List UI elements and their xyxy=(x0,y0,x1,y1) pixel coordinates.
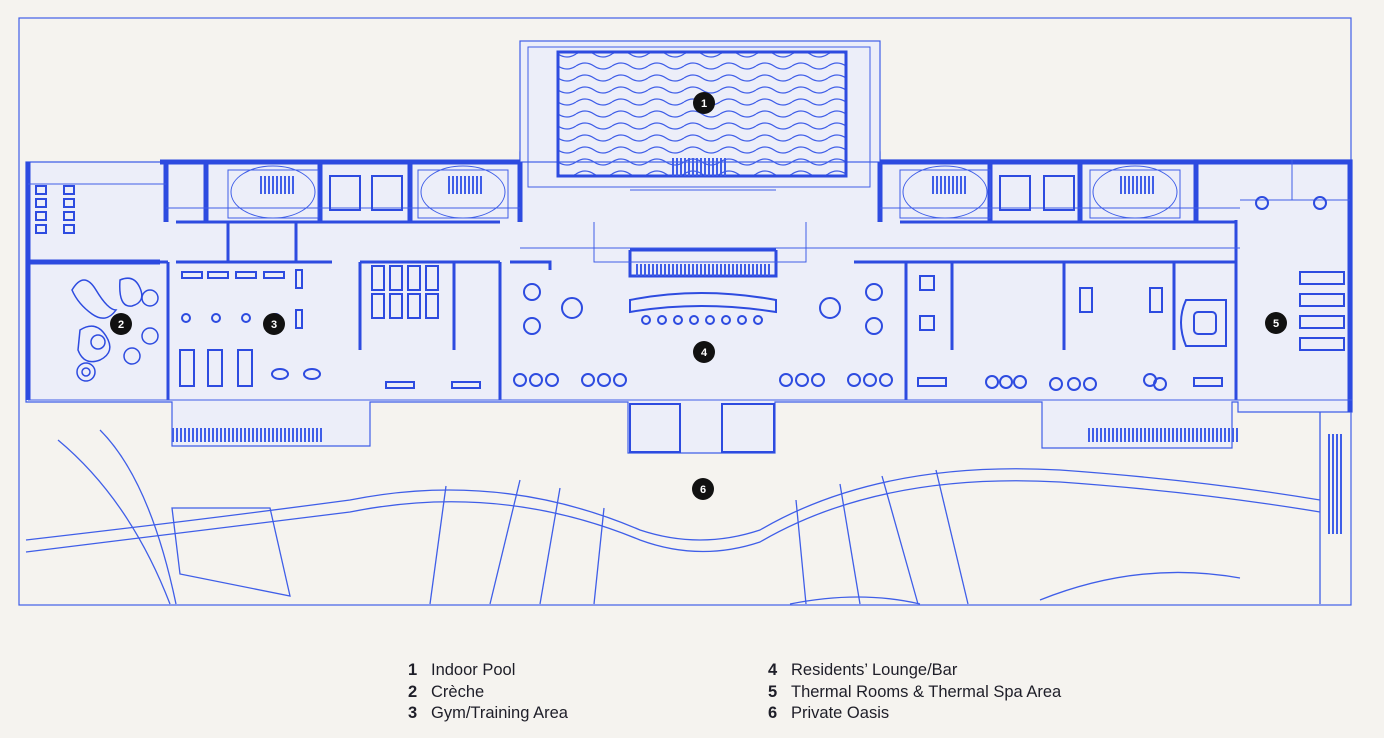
marker-1 xyxy=(693,92,715,114)
entrance-vestibules xyxy=(629,403,775,453)
legend-number: 1 xyxy=(408,661,418,679)
floor-plan: 1 2 3 4 5 6 xyxy=(18,17,1353,606)
marker-6 xyxy=(692,478,714,500)
legend-label: Indoor Pool xyxy=(431,661,516,679)
stair-treads xyxy=(258,176,1156,276)
legend-column-right: 4 Residents’ Lounge/Bar 5 Thermal Rooms & … xyxy=(768,660,1061,725)
building-footprint xyxy=(25,151,1353,454)
legend-label: Private Oasis xyxy=(791,704,890,722)
area-markers: 1 2 3 4 5 6 xyxy=(110,92,1287,500)
terrace-decking xyxy=(172,428,1342,534)
legend-item-1: 1 Indoor Pool xyxy=(408,660,568,682)
legend-item-6: 6 Private Oasis xyxy=(768,703,1061,725)
legend-item-4: 4 Residents’ Lounge/Bar xyxy=(768,660,1061,682)
marker-6-label: 6 xyxy=(700,484,706,496)
spa-furniture xyxy=(919,196,1345,351)
creche-play-area xyxy=(71,277,159,382)
marker-1-label: 1 xyxy=(701,98,707,110)
pool-steps xyxy=(672,158,726,176)
legend-label: Thermal Rooms & Thermal Spa Area xyxy=(791,682,1062,701)
partition-lines xyxy=(28,160,1352,401)
legend-item-5: 5 Thermal Rooms & Thermal Spa Area xyxy=(768,682,1061,704)
pool-deck xyxy=(527,46,871,188)
creche-desks xyxy=(35,185,75,234)
interior-walls xyxy=(56,220,1238,400)
lounge-furniture xyxy=(385,283,1223,391)
legend-number: 6 xyxy=(768,704,778,722)
building-walls xyxy=(25,159,1353,412)
legend-item-3: 3 Gym/Training Area xyxy=(408,703,568,725)
garden-paths xyxy=(25,412,1321,605)
legend-label: Crèche xyxy=(431,682,485,701)
marker-4-label: 4 xyxy=(701,347,708,359)
marker-2-label: 2 xyxy=(118,319,124,331)
marker-2 xyxy=(110,313,132,335)
pool-water xyxy=(556,50,848,178)
legend-label: Residents’ Lounge/Bar xyxy=(791,661,958,679)
marker-5 xyxy=(1265,312,1287,334)
marker-3 xyxy=(263,313,285,335)
legend-number: 4 xyxy=(768,661,778,679)
legend-number: 3 xyxy=(408,704,418,722)
legend-label: Gym/Training Area xyxy=(431,704,568,722)
legend-number: 5 xyxy=(768,682,778,701)
marker-3-label: 3 xyxy=(271,319,277,331)
study-tables xyxy=(371,265,439,319)
legend-number: 2 xyxy=(408,682,418,701)
legend-column-left: 1 Indoor Pool 2 Crèche 3 Gym/Training Area xyxy=(408,660,568,725)
lift-shafts xyxy=(329,175,1075,211)
stair-cores xyxy=(227,165,1181,219)
marker-5-label: 5 xyxy=(1273,318,1279,330)
marker-4 xyxy=(693,341,715,363)
legend-item-2: 2 Crèche xyxy=(408,682,568,704)
